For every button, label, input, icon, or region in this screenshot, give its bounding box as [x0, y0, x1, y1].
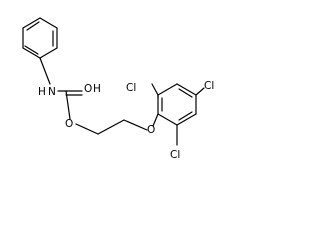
ether-oxygen-label: O [147, 124, 155, 136]
bond [22, 17, 41, 29]
chlorine-right-label: Cl [204, 80, 214, 92]
bond [195, 87, 205, 96]
bond [152, 113, 159, 127]
chlorine-bottom-label: Cl [170, 149, 180, 161]
trichlorophenyl-ring [157, 83, 197, 126]
double-bond [26, 21, 40, 31]
chlorine-top-label: Cl [126, 82, 136, 94]
bond [65, 90, 71, 120]
bond [39, 47, 58, 59]
structure-diagram: H N O H O O Cl Cl Cl [22, 17, 214, 161]
phenyl-ring [22, 17, 58, 59]
bond [39, 17, 58, 29]
double-bond [24, 45, 39, 55]
ester-oxygen-label: O [65, 118, 73, 130]
bond [97, 119, 125, 135]
bond [157, 83, 178, 96]
bond [22, 47, 41, 59]
bond [176, 113, 197, 126]
carbonyl-oxygen-label: O [84, 83, 92, 95]
bond [176, 83, 197, 96]
double-bond [178, 88, 193, 98]
nitrogen-h-label: H [38, 86, 46, 98]
bond [151, 83, 159, 96]
double-bond [178, 111, 193, 121]
bond [157, 113, 178, 126]
carbonyl-h-label: H [93, 83, 101, 95]
bond [123, 119, 148, 131]
nitrogen-label: N [48, 86, 56, 98]
bond [75, 123, 99, 135]
bond [39, 57, 51, 85]
